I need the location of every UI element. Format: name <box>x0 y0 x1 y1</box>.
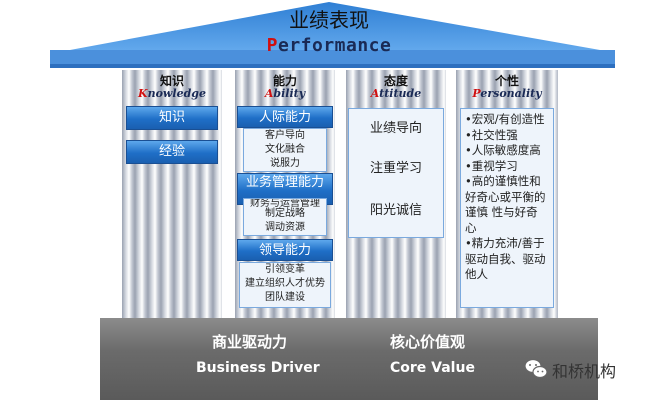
experience-item: 经验 <box>126 140 218 164</box>
column-ability: 能力 Ability 人际能力 客户导向 文化融合 说服力 业务管理能力 财务与… <box>235 70 335 318</box>
core-value-cn: 核心价值观 <box>390 333 466 351</box>
list-item: 说服力 <box>270 158 300 169</box>
column-attitude: 态度 Attitude 业绩导向 注重学习 阳光诚信 <box>346 70 446 318</box>
business-driver-cn: 商业驱动力 <box>212 333 288 351</box>
column-personality-sub: Personality <box>472 87 542 100</box>
business-management-list: 财务与运营管理 制定战略 调动资源 <box>243 198 327 236</box>
interpersonal-ability-list: 客户导向 文化融合 说服力 <box>243 128 327 172</box>
column-ability-head: 能力 <box>272 74 297 88</box>
column-attitude-sub: Attitude <box>370 87 422 100</box>
roof-subtitle: Performance <box>266 35 392 56</box>
core-value-en: Core Value <box>390 360 475 376</box>
list-item: 客户导向 <box>265 130 305 141</box>
attitude-item: 阳光诚信 <box>369 203 422 218</box>
attitude-box: 业绩导向 注重学习 阳光诚信 <box>348 108 444 238</box>
list-item: 财务与运营管理 <box>250 199 320 207</box>
attitude-item: 注重学习 <box>369 161 422 176</box>
list-item: 制定战略 <box>265 208 305 219</box>
roof <box>50 2 615 68</box>
list-item: •高的谨慎性和好奇心或平衡的谨慎 性与好奇心 <box>465 174 546 235</box>
column-personality: 个性 Personality •宏观/有创造性 •社交性强 •人际敏感度高 •重… <box>456 70 558 318</box>
roof-title: 业绩表现 <box>289 8 369 32</box>
brand-name: 和桥机构 <box>552 362 617 381</box>
column-knowledge: 知识 Knowledge 知识 经验 <box>122 70 222 318</box>
brand-watermark: 和桥机构 <box>524 356 654 382</box>
roof-beam <box>50 50 615 65</box>
leadership-list: 引领变革 建立组织人才优势 团队建设 <box>239 262 331 308</box>
attitude-item: 业绩导向 <box>369 121 422 136</box>
foundation-base: 商业驱动力 Business Driver 核心价值观 Core Value <box>100 318 598 400</box>
list-item: 调动资源 <box>265 222 305 233</box>
personality-box: •宏观/有创造性 •社交性强 •人际敏感度高 •重视学习 •高的谨慎性和好奇心或… <box>460 108 554 308</box>
list-item: •社交性强 <box>465 127 518 142</box>
column-knowledge-sub: Knowledge <box>138 87 206 100</box>
list-item: 团队建设 <box>265 292 305 303</box>
interpersonal-ability-title: 人际能力 <box>237 106 333 128</box>
list-item: •宏观/有创造性 <box>465 112 545 126</box>
wechat-icon <box>524 358 548 379</box>
list-item: •精力充沛/善于驱动自我、驱动他人 <box>465 236 546 281</box>
list-item: •重视学习 <box>465 158 518 173</box>
list-item: •人际敏感度高 <box>465 143 541 157</box>
column-personality-head: 个性 <box>494 74 519 88</box>
list-item: 引领变革 <box>265 264 305 275</box>
leadership-title: 领导能力 <box>237 239 333 261</box>
list-item: 文化融合 <box>265 144 305 155</box>
knowledge-item: 知识 <box>126 106 218 130</box>
list-item: 建立组织人才优势 <box>245 278 325 289</box>
roof-triangle <box>70 2 600 50</box>
column-attitude-head: 态度 <box>383 74 408 88</box>
business-driver-en: Business Driver <box>196 360 320 376</box>
column-ability-sub: Ability <box>264 87 306 100</box>
column-knowledge-head: 知识 <box>159 74 184 88</box>
